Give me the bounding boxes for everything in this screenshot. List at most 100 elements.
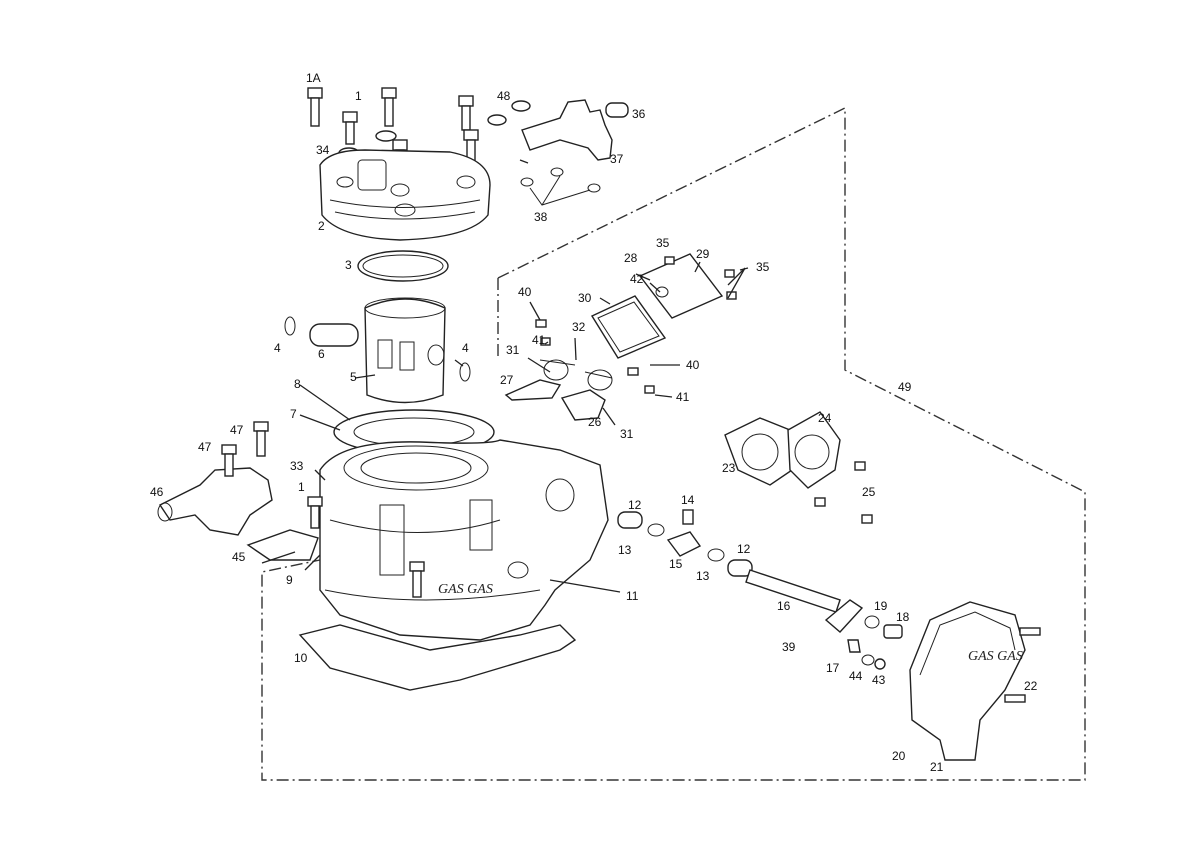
label-12-right: 12 [737, 542, 751, 556]
label-30: 30 [578, 291, 592, 305]
label-39: 39 [782, 640, 796, 654]
small-screws [535, 256, 737, 394]
label-34: 34 [316, 143, 330, 157]
label-35-right: 35 [756, 260, 770, 274]
screws-22 [1004, 627, 1041, 703]
label-47-right: 47 [230, 423, 244, 437]
label-17: 17 [826, 661, 840, 675]
label-37: 37 [610, 152, 624, 166]
label-27: 27 [500, 373, 514, 387]
label-28: 28 [624, 251, 638, 265]
shaft-16 [745, 569, 841, 613]
label-41-right: 41 [676, 390, 690, 404]
label-9: 9 [286, 573, 293, 587]
label-15: 15 [669, 557, 683, 571]
label-48: 48 [497, 89, 511, 103]
label-44: 44 [849, 669, 863, 683]
screw-18 [883, 624, 903, 639]
label-4-right: 4 [462, 341, 469, 355]
label-29: 29 [696, 247, 710, 261]
washer-19 [864, 615, 880, 629]
label-24: 24 [818, 411, 832, 425]
screws-25 [814, 461, 873, 524]
pin-14 [682, 509, 694, 525]
label-1-top: 1 [355, 89, 362, 103]
lever-15 [666, 531, 702, 557]
label-2: 2 [318, 219, 325, 233]
assembly-49-boundary [261, 106, 1086, 781]
cylinder-logo: GAS GAS [438, 582, 493, 597]
label-1a-top: 1A [306, 71, 321, 85]
label-25: 25 [862, 485, 876, 499]
label-45: 45 [232, 550, 246, 564]
cylinder-bolts [307, 496, 425, 598]
base-gasket [298, 624, 577, 691]
label-36: 36 [632, 107, 646, 121]
label-20: 20 [892, 749, 906, 763]
label-32: 32 [572, 320, 586, 334]
cylinder-details [324, 478, 575, 601]
label-40-right: 40 [686, 358, 700, 372]
bushing-12a [617, 511, 643, 529]
circlip-left [284, 316, 296, 336]
plate-45 [246, 529, 319, 561]
nut-43 [874, 658, 886, 670]
leader-lines [261, 159, 749, 593]
label-35-top: 35 [656, 236, 670, 250]
label-6: 6 [318, 347, 325, 361]
piston [364, 298, 446, 404]
cylinder-head-fins [329, 159, 481, 220]
label-40-top: 40 [518, 285, 532, 299]
label-5: 5 [350, 370, 357, 384]
valve-cover-28 [638, 253, 724, 319]
part-labels: 1A 1 48 36 34 37 38 2 3 35 29 28 35 42 4… [150, 71, 1038, 774]
label-26: 26 [588, 415, 602, 429]
label-10: 10 [294, 651, 308, 665]
head-gasket [357, 250, 449, 282]
engine-mount-bracket [521, 99, 613, 161]
label-18: 18 [896, 610, 910, 624]
label-7: 7 [290, 407, 297, 421]
label-19: 19 [874, 599, 888, 613]
label-31-left: 31 [506, 343, 520, 357]
label-31-right: 31 [620, 427, 634, 441]
gasket-24 [787, 411, 841, 489]
label-47-left: 47 [198, 440, 212, 454]
gasket-23 [724, 417, 796, 486]
spring-13a [647, 523, 665, 537]
cover-30-gasket [590, 295, 667, 359]
label-33: 33 [290, 459, 304, 473]
piston-pin [309, 323, 359, 347]
label-23: 23 [722, 461, 736, 475]
label-14: 14 [681, 493, 695, 507]
label-13-right: 13 [696, 569, 710, 583]
label-21: 21 [930, 760, 944, 774]
spring-13b [707, 548, 725, 562]
label-43: 43 [872, 673, 886, 687]
label-8: 8 [294, 377, 301, 391]
elbow-bolts [221, 421, 269, 477]
label-13-left: 13 [618, 543, 632, 557]
link-17 [847, 639, 861, 653]
bushing-12b [727, 559, 753, 577]
label-41-top: 41 [532, 333, 546, 347]
label-38: 38 [534, 210, 548, 224]
label-1-mid: 1 [298, 480, 305, 494]
label-22: 22 [1024, 679, 1038, 693]
lever-39 [824, 599, 864, 633]
label-49: 49 [898, 380, 912, 394]
washer-44 [861, 654, 875, 666]
label-3: 3 [345, 258, 352, 272]
label-46: 46 [150, 485, 164, 499]
label-16: 16 [777, 599, 791, 613]
water-elbow [158, 467, 273, 536]
bushing-36 [605, 102, 629, 118]
circlip-right [459, 362, 471, 382]
cover-logo: GAS GAS [968, 649, 1023, 664]
label-42: 42 [630, 272, 644, 286]
valve-blade-27 [504, 379, 562, 401]
cylinder [319, 439, 609, 641]
side-cover [909, 601, 1026, 761]
label-12-left: 12 [628, 498, 642, 512]
